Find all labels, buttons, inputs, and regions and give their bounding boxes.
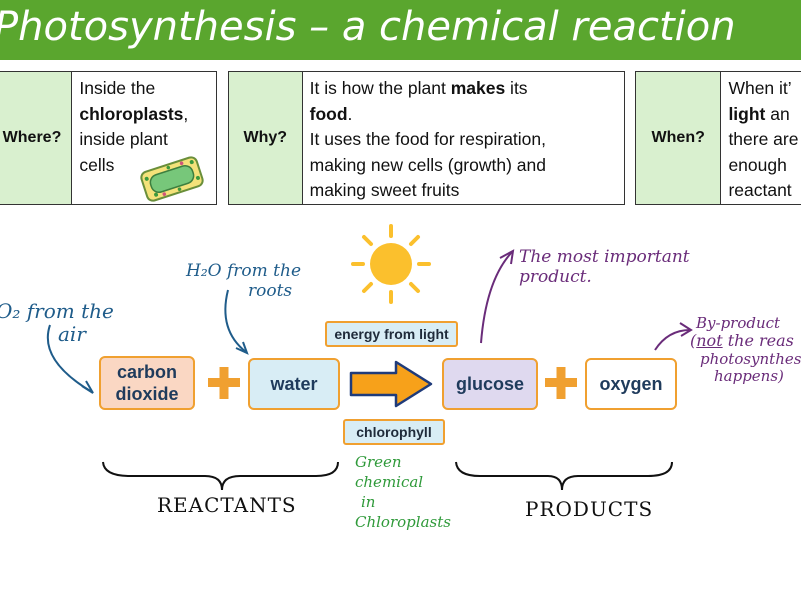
where-line-2: chloroplasts, [79, 102, 210, 128]
chlorophyll-label: chlorophyll [343, 419, 445, 445]
where-line-3: inside plant [79, 129, 168, 149]
where-line-4: cells [79, 154, 115, 175]
why-text: It is how the plant makes its food. It u… [303, 72, 624, 204]
co2-annotation-line-1: O₂ from the [0, 299, 114, 323]
glucose-annotation-line-1: The most important [519, 247, 690, 267]
when-line-2-rest: an [765, 103, 790, 124]
glucose-annotation-arrow [480, 251, 513, 344]
why-bold-food: food [309, 103, 348, 124]
water-box: water [248, 358, 340, 410]
why-label: Why? [229, 72, 303, 204]
energy-from-light-label: energy from light [325, 321, 458, 347]
oxygen-annotation-line-4: happens) [714, 366, 784, 385]
when-table: When? When it’ light an there are enough… [635, 71, 801, 205]
where-bold-chloroplasts: chloroplasts [79, 103, 184, 124]
h2o-arrowhead [235, 341, 249, 355]
why-line-5: making sweet fruits [309, 180, 460, 200]
oxygen-annotation-paren: ( [690, 331, 697, 351]
when-line-1: When it’ [728, 78, 792, 98]
products-label: PRODUCTS [525, 497, 654, 521]
co2-annotation-line-2: air [58, 322, 86, 346]
where-line-1: Inside the [79, 78, 156, 98]
co2-annotation: O₂ from the air [0, 300, 114, 346]
when-bold-light: light [728, 103, 766, 124]
co2-arrowhead [81, 380, 94, 394]
carbon-dioxide-text: carbon dioxide [115, 361, 178, 405]
reactants-label: REACTANTS [157, 493, 297, 517]
where-text: Inside the chloroplasts, inside plant ce… [72, 72, 216, 204]
glucose-text: glucose [455, 374, 525, 394]
reactants-brace [102, 461, 339, 491]
when-line-2: light an [728, 102, 795, 128]
plus-icon-1 [208, 367, 240, 399]
why-table: Why? It is how the plant makes its food.… [228, 71, 625, 205]
h2o-annotation-arrow [224, 289, 247, 353]
why-line-1-post: its [505, 78, 528, 98]
when-line-4: enough [728, 154, 787, 175]
chlorophyll-annotation-line-4: Chloroplasts [355, 513, 451, 531]
glucose-box: glucose [442, 358, 538, 410]
why-line-1-pre: It is how the plant [309, 78, 451, 98]
oxygen-annotation-arrow [654, 329, 691, 351]
oxygen-annotation-line-1: By-product [696, 314, 781, 332]
why-line-1: It is how the plant makes its [310, 76, 618, 102]
why-line-4: making new cells (growth) and [309, 154, 546, 175]
oxygen-arrowhead [679, 322, 693, 337]
oxygen-box: oxygen [585, 358, 677, 410]
why-line-2: food. [310, 102, 618, 128]
when-text: When it’ light an there are enough react… [721, 72, 801, 204]
when-line-3: there are [728, 129, 799, 149]
glucose-annotation-line-2: product. [519, 266, 592, 287]
why-line-3: It uses the food for respiration, [309, 129, 547, 149]
oxygen-annotation-rest: the reas [722, 331, 794, 351]
glucose-arrowhead [499, 249, 515, 265]
why-line-2-post: . [347, 103, 353, 124]
products-brace [455, 461, 673, 491]
why-bold-makes: makes [450, 78, 506, 98]
reaction-arrow-icon [349, 360, 433, 408]
where-comma: , [183, 103, 189, 124]
oxygen-annotation-not: not [696, 331, 723, 351]
where-label: Where? [0, 72, 73, 204]
chlorophyll-annotation-line-2: chemical [355, 473, 424, 491]
h2o-annotation: H₂O from the roots [186, 261, 301, 301]
oxygen-annotation-line-2: (not the reas [690, 332, 801, 350]
chlorophyll-annotation-line-1: Green [355, 453, 402, 471]
water-text: water [270, 374, 318, 394]
page-title: Photosynthesis – a chemical reaction [0, 0, 801, 60]
h2o-annotation-line-1: H₂O from the [186, 261, 301, 281]
carbon-dioxide-box: carbon dioxide [99, 356, 195, 410]
chlorophyll-annotation-line-3: in [361, 493, 376, 511]
oxygen-text: oxygen [599, 374, 663, 394]
chlorophyll-annotation: Green chemical in Chloroplasts [355, 452, 451, 532]
plus-icon-2 [545, 367, 577, 399]
oxygen-annotation-line-3: photosynthes [700, 349, 801, 368]
co2-annotation-arrow [46, 324, 93, 393]
carbon-text: carbon [116, 362, 177, 382]
h2o-annotation-line-2: roots [248, 280, 293, 301]
glucose-annotation: The most important product. [519, 247, 690, 287]
dioxide-text: dioxide [115, 384, 179, 404]
oxygen-annotation: By-product (not the reas photosynthes ha… [690, 314, 801, 385]
sun-icon [351, 224, 431, 304]
when-line-5: reactant [728, 180, 792, 200]
when-label: When? [636, 72, 722, 204]
